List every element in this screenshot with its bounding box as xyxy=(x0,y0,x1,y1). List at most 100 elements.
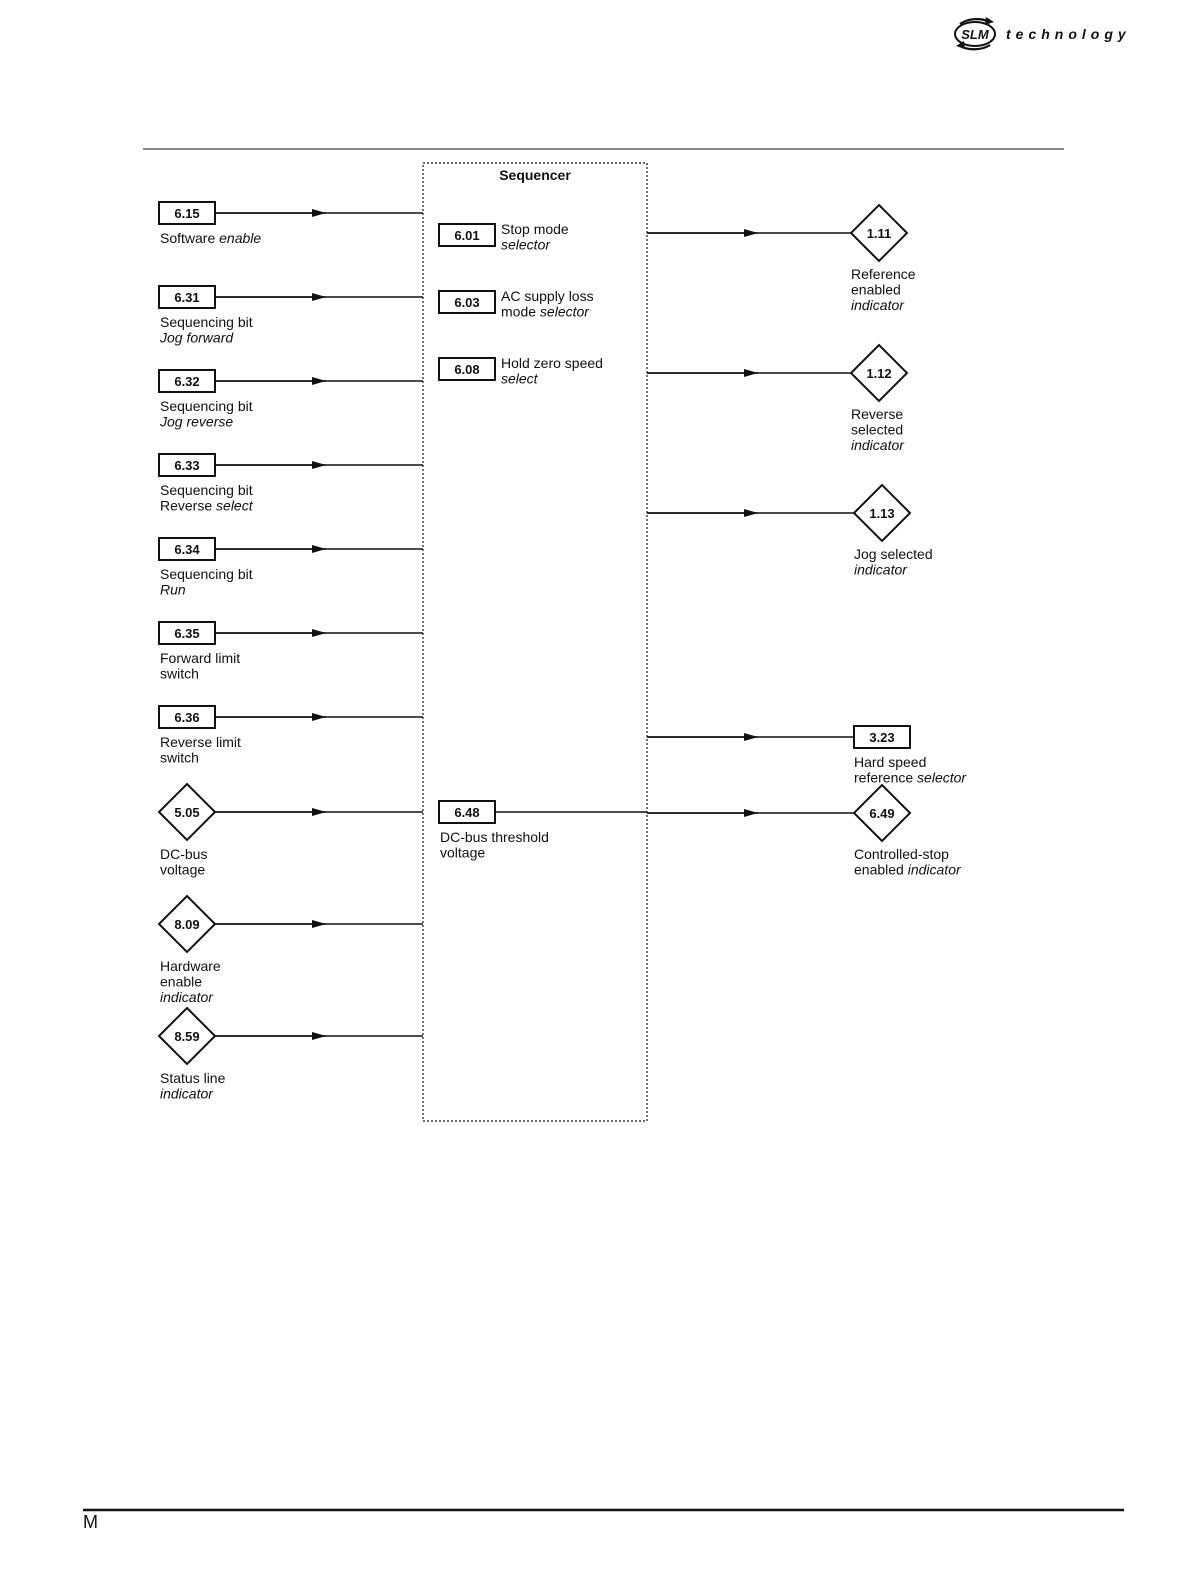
input-6-15-box xyxy=(158,201,216,225)
input-6-35: 6.35 xyxy=(158,621,216,645)
output-6-49-code: 6.49 xyxy=(869,806,894,821)
slm-logo: SLM xyxy=(954,17,996,51)
input-6-33-code: 6.33 xyxy=(174,458,199,473)
input-6-33-box xyxy=(158,453,216,477)
input-6-34-label-part: Sequencing bit xyxy=(160,566,253,582)
input-6-34: 6.34 xyxy=(158,537,216,561)
input-6-32-code: 6.32 xyxy=(174,374,199,389)
output-3-23-code: 3.23 xyxy=(869,730,894,745)
param-6-01-label-part: Stop mode xyxy=(501,221,569,237)
param-6-03: 6.03 xyxy=(438,290,496,314)
input-6-32-label-part: Sequencing bit xyxy=(160,398,253,414)
param-6-03-code: 6.03 xyxy=(454,295,479,310)
input-6-15-label-part: Software xyxy=(160,230,219,246)
input-6-33-label-part: Sequencing bit xyxy=(160,482,253,498)
input-8-59-label-part: Status line xyxy=(160,1070,226,1086)
output-6-49-label-part: indicator xyxy=(908,862,962,878)
param-6-01: 6.01 xyxy=(438,223,496,247)
input-6-35-label-part: switch xyxy=(160,666,199,682)
param-6-03-box xyxy=(438,290,496,314)
param-6-01-label-part: selector xyxy=(501,237,551,253)
output-1-11-label-part: Reference xyxy=(851,266,916,282)
input-8-59-diamond xyxy=(157,1006,217,1066)
param-6-03-label-part: mode xyxy=(501,304,540,320)
input-6-15-code: 6.15 xyxy=(174,206,199,221)
output-6-49: 6.49 xyxy=(852,783,912,843)
output-3-23-label-part: selector xyxy=(917,770,967,786)
input-5-05-code: 5.05 xyxy=(174,805,199,820)
input-6-36-code: 6.36 xyxy=(174,710,199,725)
input-6-34-label-part: Run xyxy=(160,582,186,598)
input-6-31-label-part: Jog forward xyxy=(159,330,234,346)
input-6-31-box xyxy=(158,285,216,309)
param-6-08: 6.08 xyxy=(438,357,496,381)
output-1-13-label-part: Jog selected xyxy=(854,546,933,562)
input-6-35-label-part: Forward limit xyxy=(160,650,240,666)
input-6-35-box xyxy=(158,621,216,645)
input-6-31: 6.31 xyxy=(158,285,216,309)
input-6-35-code: 6.35 xyxy=(174,626,199,641)
output-3-23-label-part: Hard speed xyxy=(854,754,926,770)
param-6-03-label-part: selector xyxy=(540,304,590,320)
input-6-31-code: 6.31 xyxy=(174,290,199,305)
sequencer-block xyxy=(422,162,648,1122)
param-6-08-label-part: select xyxy=(501,371,539,387)
output-1-12-label-part: indicator xyxy=(851,437,905,453)
input-6-34-code: 6.34 xyxy=(174,542,200,557)
input-5-05-label-part: DC-bus xyxy=(160,846,207,862)
sequencer-title: Sequencer xyxy=(499,167,571,183)
input-6-36-box xyxy=(158,705,216,729)
footer-letter: M xyxy=(83,1512,98,1532)
param-6-08-code: 6.08 xyxy=(454,362,479,377)
output-1-11-label-part: enabled xyxy=(851,282,901,298)
brand-text: technology xyxy=(1006,26,1131,42)
input-8-09-label-part: enable xyxy=(160,974,202,990)
output-3-23-label-part: reference xyxy=(854,770,917,786)
input-6-32-box xyxy=(158,369,216,393)
output-6-49-diamond xyxy=(852,783,912,843)
output-1-11: 1.11 xyxy=(849,203,909,263)
input-5-05: 5.05 xyxy=(157,782,217,842)
output-1-11-code: 1.11 xyxy=(867,226,892,241)
input-6-32: 6.32 xyxy=(158,369,216,393)
output-1-11-label-part: indicator xyxy=(851,297,905,313)
output-1-11-diamond xyxy=(849,203,909,263)
output-1-13-diamond xyxy=(852,483,912,543)
output-1-13-code: 1.13 xyxy=(869,506,894,521)
input-6-31-label-part: Sequencing bit xyxy=(160,314,253,330)
input-6-32-label-part: Jog reverse xyxy=(159,414,233,430)
output-6-49-label-part: Controlled-stop xyxy=(854,846,949,862)
output-6-49-label-part: enabled xyxy=(854,862,908,878)
param-6-08-label-part: Hold zero speed xyxy=(501,355,603,371)
input-8-59-code: 8.59 xyxy=(174,1029,199,1044)
output-1-12-label-part: Reverse xyxy=(851,406,903,422)
output-1-12-label-part: selected xyxy=(851,422,903,438)
param-6-01-box xyxy=(438,223,496,247)
param-6-08-box xyxy=(438,357,496,381)
input-6-15: 6.15 xyxy=(158,201,216,225)
input-6-15-label: Software enable xyxy=(160,230,261,246)
slm-logo-mark: SLM xyxy=(961,27,990,42)
input-8-09: 8.09 xyxy=(157,894,217,954)
